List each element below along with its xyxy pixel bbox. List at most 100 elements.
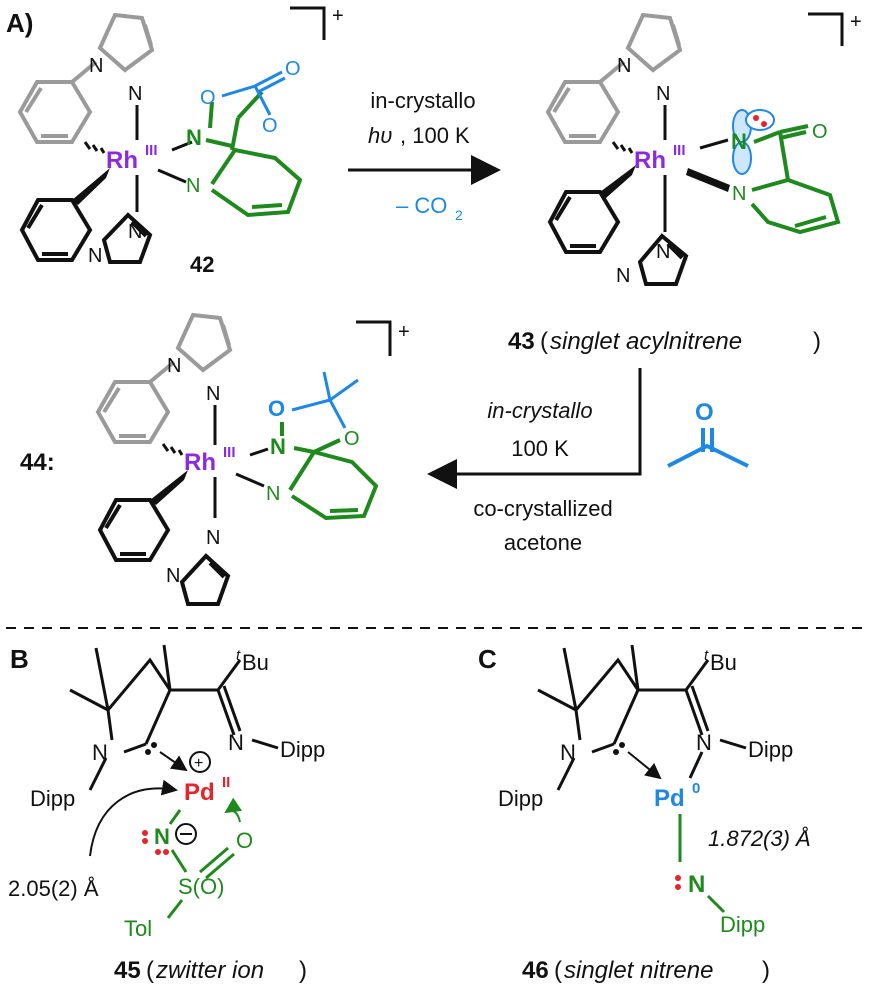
lone-pair-dot <box>155 849 161 855</box>
n-atom: N <box>167 355 181 377</box>
lone-pair-dot <box>619 742 625 748</box>
p-orbital-bottom <box>732 141 752 175</box>
o-atom: O <box>695 399 714 426</box>
dative-arrow <box>627 751 662 780</box>
lone-pair-dot <box>613 749 619 755</box>
arrow-bottom-line2: 100 K <box>511 436 569 461</box>
charge-bracket <box>808 12 844 46</box>
tol-label: Tol <box>124 916 152 941</box>
sulfonyl-group <box>166 846 235 919</box>
pd-oxidation: 0 <box>692 780 700 797</box>
pd-n-bond <box>168 809 182 825</box>
compound-45: B N N Dipp Dipp t Bu + Pd II N <box>8 644 325 984</box>
paren-open: ( <box>554 957 562 984</box>
n-atom: N <box>166 565 180 587</box>
bond-length-arrow <box>89 779 178 857</box>
n-atom: N <box>206 383 220 405</box>
compound-number-46: 46 <box>522 957 549 984</box>
rh-oxidation: III <box>673 142 686 159</box>
n-atom: N <box>128 221 142 243</box>
phenyl-ring-black <box>97 498 231 606</box>
n-atom: N <box>266 483 280 505</box>
arrow-bottom-below2: acetone <box>504 530 582 555</box>
dipp-label: Dipp <box>280 737 325 762</box>
lone-pair-dot <box>145 749 151 755</box>
sp-orbital <box>745 109 775 131</box>
tbu-label: Bu <box>242 650 269 675</box>
compound-44: 44: N N Rh III N O O <box>20 312 410 606</box>
wedge-bond <box>600 165 636 198</box>
bond <box>235 472 265 488</box>
wedge-bond <box>150 470 188 505</box>
bond <box>699 138 729 150</box>
n-atom: N <box>696 730 712 755</box>
o-atom: O <box>344 428 360 450</box>
dipp-label: Dipp <box>720 912 765 937</box>
pyridine-ring <box>205 90 303 218</box>
bond <box>171 140 193 152</box>
compound-number-45: 45 <box>114 957 141 984</box>
n-atom: N <box>128 83 142 105</box>
n-atom: N <box>732 183 746 205</box>
compound-46: C N N Dipp Dipp t Bu Pd 0 1.872(3) Å N <box>478 644 811 984</box>
co2-loss: – CO <box>396 193 447 218</box>
n-atom: N <box>186 125 202 150</box>
bond-length-c: 1.872(3) Å <box>708 826 811 851</box>
pd-oxidation: II <box>222 774 230 791</box>
lone-pair-dot <box>163 849 169 855</box>
arrow-bottom-line1: in-crystallo <box>487 398 592 423</box>
rh-oxidation: III <box>145 142 158 159</box>
caac-ligand <box>69 644 279 791</box>
charge-plus: + <box>332 5 344 27</box>
tert-prefix: t <box>236 647 241 664</box>
paren-close: ) <box>299 957 307 984</box>
n-atom: N <box>228 730 244 755</box>
dioxazolidine-ring <box>291 371 359 429</box>
dative-arrow <box>159 751 188 772</box>
compound-45-description: zwitter ion <box>155 957 264 984</box>
caac-ligand <box>537 644 747 791</box>
wedge-bond <box>686 168 730 192</box>
compound-43-description: singlet acylnitrene <box>550 328 742 355</box>
paren-close: ) <box>813 328 821 355</box>
tbu-label: Bu <box>710 650 737 675</box>
phenyl-ring-black <box>19 198 153 264</box>
pd-atom: Pd <box>184 779 215 806</box>
arrow-top-line2: , 100 K <box>400 123 470 148</box>
phenyl-ring-black <box>547 190 689 286</box>
co2-subscript: 2 <box>455 207 463 223</box>
charge-plus: + <box>850 11 862 33</box>
phenyl-ring-gray <box>545 12 683 144</box>
o-atom: O <box>285 58 301 80</box>
wedge-bond <box>72 168 110 205</box>
arrow-top-line1: in-crystallo <box>370 88 475 113</box>
panel-c-label: C <box>478 644 497 674</box>
reaction-arrow-top: in-crystallo hυ , 100 K – CO 2 <box>348 88 501 223</box>
tert-prefix: t <box>704 647 709 664</box>
compound-number-43: 43 <box>508 328 535 355</box>
lone-pair-dot <box>675 884 681 890</box>
n-atom: N <box>89 55 103 77</box>
panel-a-label: A) <box>6 8 33 38</box>
dipp-label: Dipp <box>748 737 793 762</box>
hashed-bond <box>83 141 106 154</box>
n-atom: N <box>154 824 170 849</box>
o-atom: O <box>268 396 285 421</box>
pyridine-ring <box>750 124 841 235</box>
n-atom: N <box>270 434 286 459</box>
reaction-arrow-bottom: in-crystallo 100 K co-crystallized aceto… <box>427 368 749 555</box>
arrow-bottom-below1: co-crystallized <box>473 496 612 521</box>
n-atom: N <box>186 175 200 197</box>
charge-plus: + <box>398 321 410 343</box>
bond-length-b: 2.05(2) Å <box>8 876 99 901</box>
n-atom: N <box>92 740 108 765</box>
paren-open: ( <box>540 328 548 355</box>
rh-atom: Rh <box>106 147 138 174</box>
n-atom: N <box>616 265 630 287</box>
charge-bracket <box>290 6 326 40</box>
coordination-arrow <box>224 797 243 823</box>
phenyl-ring-gray <box>95 312 233 444</box>
lone-pair-dot <box>142 830 148 836</box>
pyridine-ring <box>288 438 379 521</box>
